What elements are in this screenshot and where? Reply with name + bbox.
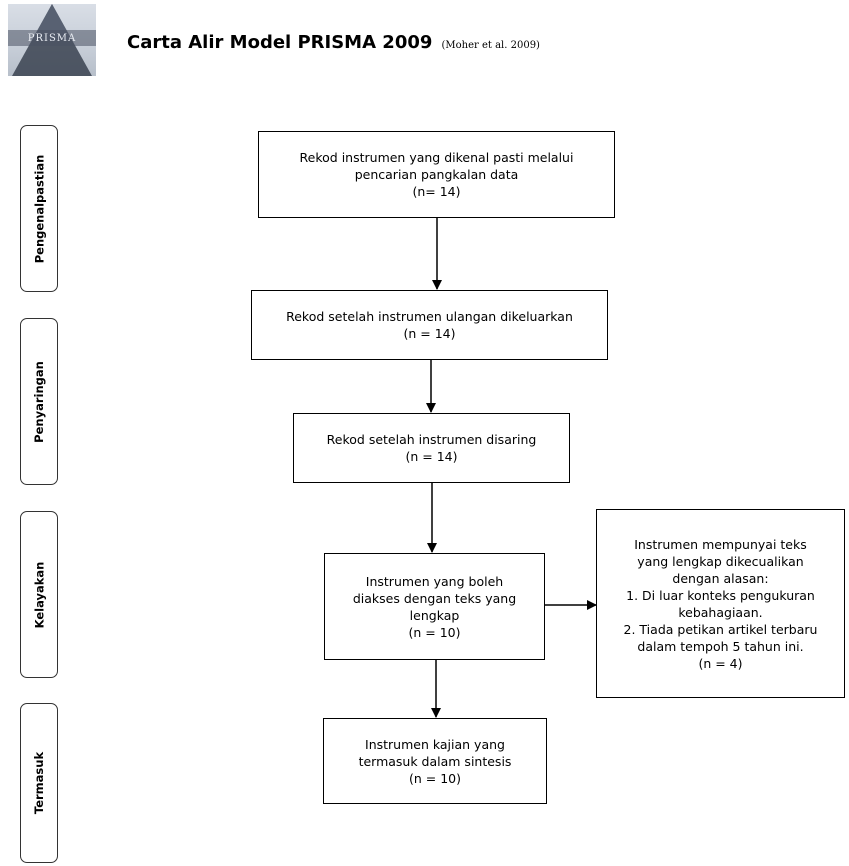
box-screened: Rekod setelah instrumen disaring (n = 14… (293, 413, 570, 483)
box-screened-text: Rekod setelah instrumen disaring (n = 14… (326, 432, 537, 464)
page-title: Carta Alir Model PRISMA 2009 (Moher et a… (127, 32, 540, 53)
box-duplicates-removed-text: Rekod setelah instrumen ulangan dikeluar… (286, 309, 573, 341)
title-main: Carta Alir Model PRISMA 2009 (127, 32, 433, 53)
box-eligible: Instrumen yang boleh diakses dengan teks… (324, 553, 545, 660)
phase-eligibility: Kelayakan (20, 511, 58, 678)
box-included: Instrumen kajian yang termasuk dalam sin… (323, 718, 547, 804)
box-included-text: Instrumen kajian yang termasuk dalam sin… (358, 736, 512, 786)
phase-screening: Penyaringan (20, 318, 58, 485)
prisma-logo: PRISMA (8, 4, 96, 76)
box-eligible-text: Instrumen yang boleh diakses dengan teks… (352, 573, 517, 640)
phase-identification: Pengenalpastian (20, 125, 58, 292)
phase-included: Termasuk (20, 703, 58, 863)
logo-text: PRISMA (27, 33, 77, 44)
title-citation: (Moher et al. 2009) (441, 40, 540, 51)
box-identification-text: Rekod instrumen yang dikenal pasti melal… (299, 150, 574, 199)
box-duplicates-removed: Rekod setelah instrumen ulangan dikeluar… (251, 290, 608, 360)
box-excluded: Instrumen mempunyai teks yang lengkap di… (596, 509, 845, 698)
box-identification: Rekod instrumen yang dikenal pasti melal… (258, 131, 615, 218)
box-excluded-text: Instrumen mempunyai teks yang lengkap di… (623, 536, 818, 671)
prisma-logo-graphic (8, 4, 96, 76)
